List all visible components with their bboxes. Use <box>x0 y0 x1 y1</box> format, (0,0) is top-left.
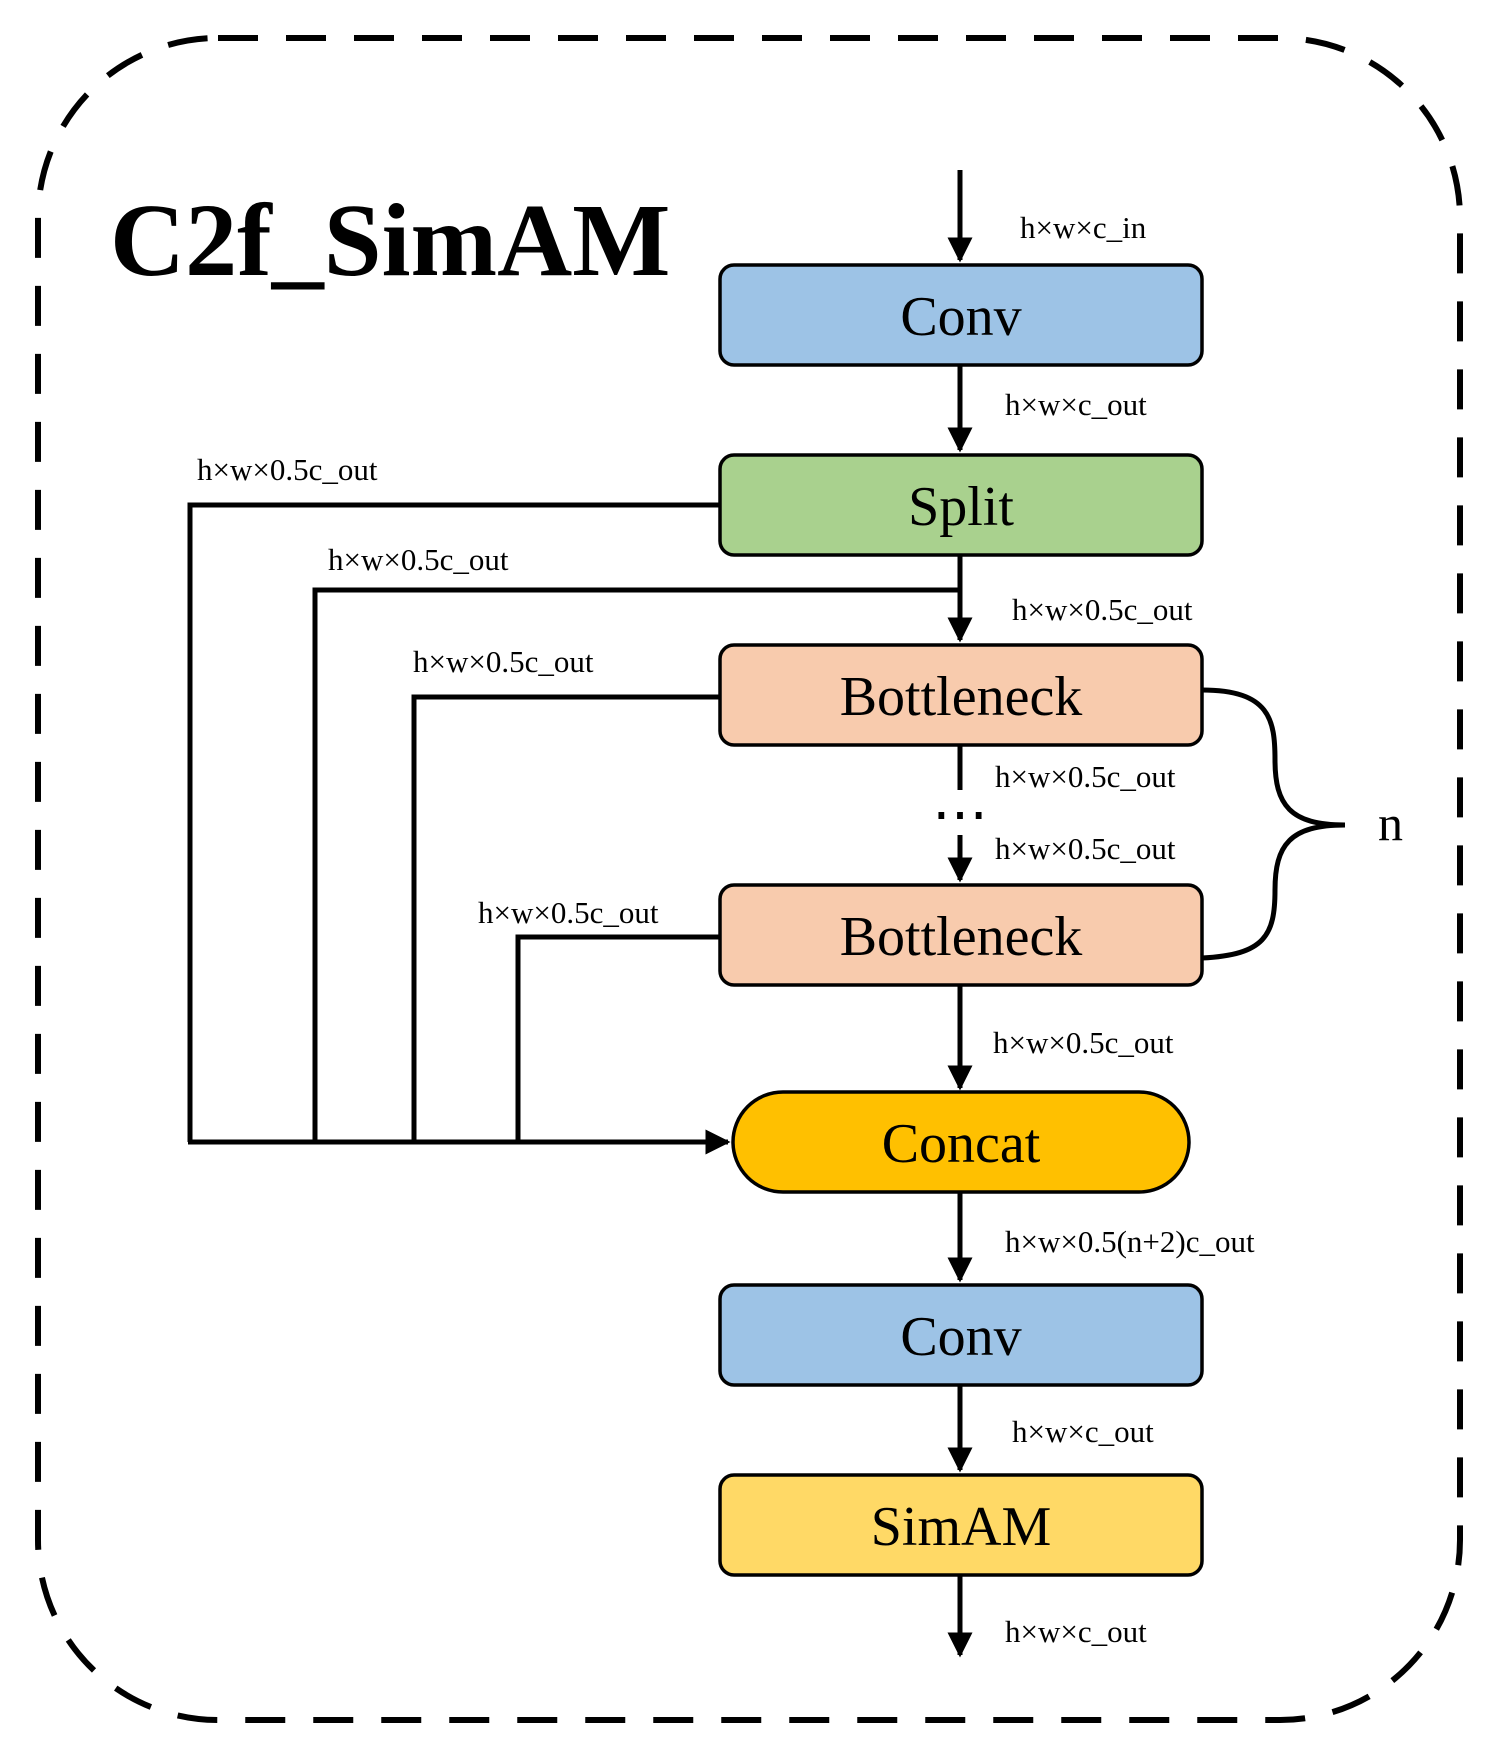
split-branch-2-dim-label: h×w×0.5c_out <box>328 542 509 577</box>
repeat-brace <box>1201 687 1346 961</box>
repeat-count-label: n <box>1378 795 1403 851</box>
bottleneck2-branch-dim-label: h×w×0.5c_out <box>478 895 659 930</box>
bottleneck1-branch-dim-label: h×w×0.5c_out <box>413 644 594 679</box>
split-main-dim-label: h×w×0.5c_out <box>1012 592 1193 627</box>
conv-block-2-label: Conv <box>900 1306 1021 1368</box>
bottleneck1-out-dim-label: h×w×0.5c_out <box>995 759 1176 794</box>
split-branch-1-line <box>187 502 720 1142</box>
bottleneck-block-1-label: Bottleneck <box>840 666 1083 728</box>
conv-block-1-label: Conv <box>900 286 1021 348</box>
conv2-out-dim-label: h×w×c_out <box>1012 1414 1154 1449</box>
split-branch-1-dim-label: h×w×0.5c_out <box>197 452 378 487</box>
split-block-label: Split <box>908 476 1014 538</box>
bottleneck1-branch-line <box>411 694 720 1142</box>
conv1-out-dim-label: h×w×c_out <box>1005 387 1147 422</box>
bottleneck2-out-dim-label: h×w×0.5c_out <box>993 1025 1174 1060</box>
bottleneck2-branch-line <box>515 934 720 1142</box>
input-dim-label: h×w×c_in <box>1020 210 1147 245</box>
bottleneck-block-2-label: Bottleneck <box>840 906 1083 968</box>
output-dim-label: h×w×c_out <box>1005 1614 1147 1649</box>
concat-out-dim-label: h×w×0.5(n+2)c_out <box>1005 1224 1255 1259</box>
module-title: C2f_SimAM <box>110 183 670 298</box>
bottleneck2-in-dim-label: h×w×0.5c_out <box>995 831 1176 866</box>
module-frame <box>35 35 1463 1723</box>
concat-block-label: Concat <box>882 1113 1041 1175</box>
simam-block-label: SimAM <box>871 1496 1052 1558</box>
split-branch-2-line <box>312 587 960 1142</box>
